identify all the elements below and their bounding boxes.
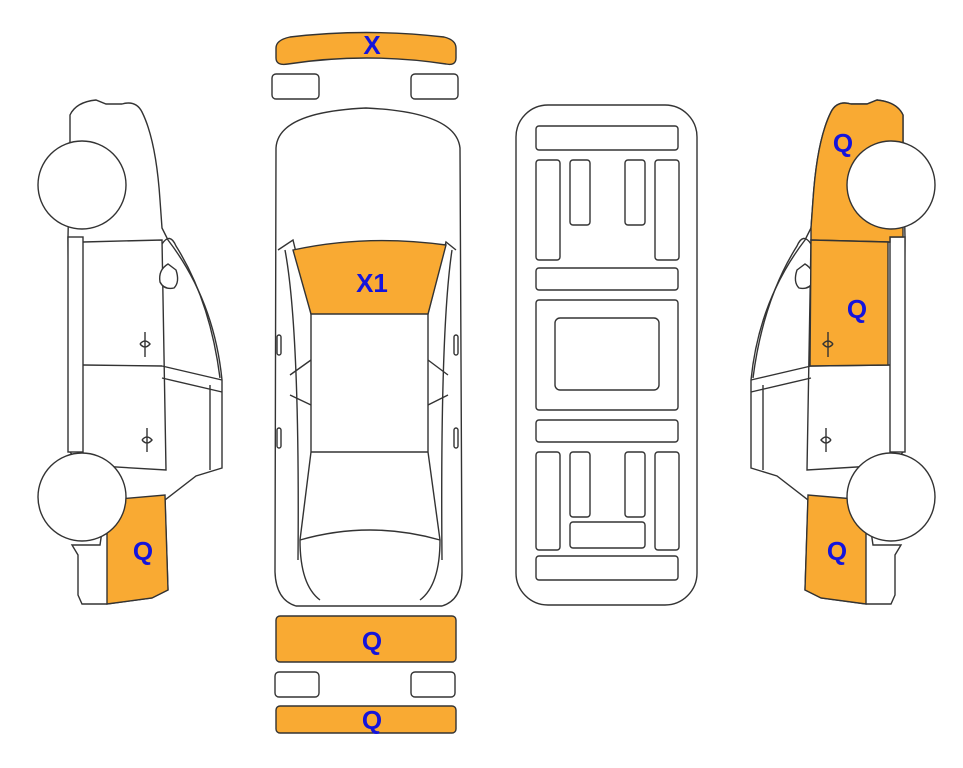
right-rear-door-marker: Q (847, 294, 867, 324)
rear-light-left (271, 73, 320, 100)
rear-bumper-marker: X (363, 30, 381, 60)
right-front-wheel (846, 452, 936, 542)
right-front-fender-damaged[interactable] (804, 494, 867, 605)
underside-view (515, 104, 698, 606)
windshield-damaged[interactable] (292, 239, 447, 315)
front-bumper-upper-marker: Q (362, 626, 382, 656)
right-side-view: Q Q Q (750, 99, 936, 605)
top-view: X X1 Q Q (271, 30, 463, 735)
right-front-fender-marker: Q (827, 536, 847, 566)
left-front-fender-marker: Q (133, 536, 153, 566)
right-rear-wheel (846, 140, 936, 230)
left-side-view: Q (37, 99, 223, 605)
right-rear-door-damaged[interactable] (809, 239, 889, 367)
rear-light-right (410, 73, 459, 100)
left-front-wheel (37, 452, 127, 542)
front-bumper-lower-damaged[interactable] (275, 705, 457, 734)
headlight-left (274, 671, 320, 698)
left-front-fender-damaged[interactable] (106, 494, 169, 605)
front-bumper-lower-marker: Q (362, 705, 382, 735)
right-rear-fender-marker: Q (833, 128, 853, 158)
left-rear-wheel (37, 140, 127, 230)
headlight-right (410, 671, 456, 698)
windshield-marker: X1 (356, 268, 388, 298)
front-bumper-upper-damaged[interactable] (275, 615, 457, 663)
rear-bumper-damaged[interactable] (275, 31, 457, 66)
